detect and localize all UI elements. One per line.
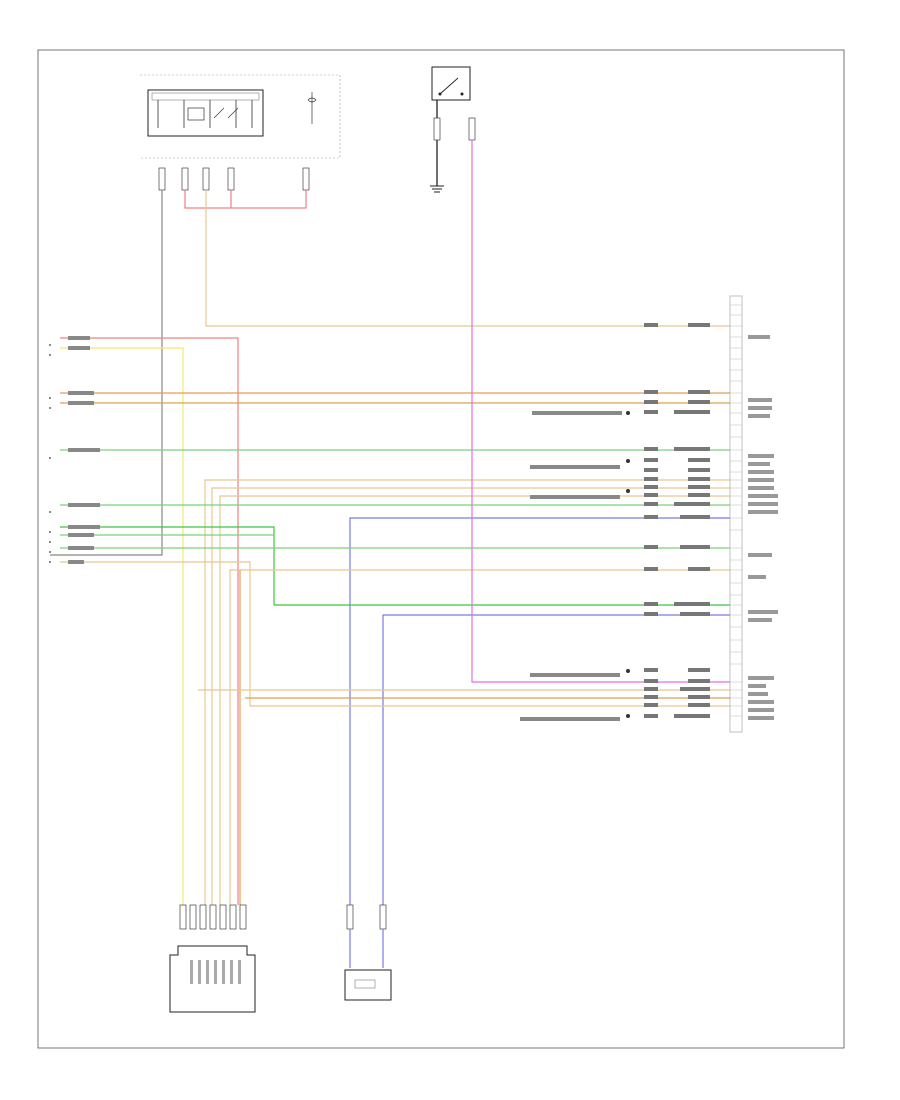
left-component — [169, 904, 256, 1013]
wire-gray — [50, 190, 163, 556]
switch — [430, 66, 476, 193]
left-wire-labels — [68, 336, 100, 564]
wire-tan-low — [60, 561, 730, 707]
wire-yellow — [60, 347, 184, 905]
wire-bright-green — [60, 526, 730, 606]
wire-pink — [60, 337, 239, 905]
wire-tan-1 — [204, 479, 730, 905]
diagram-frame — [37, 49, 845, 1049]
wires — [50, 140, 730, 905]
wire-blue-1 — [349, 517, 730, 905]
right-component — [344, 904, 392, 1001]
wire-references — [520, 411, 630, 721]
wire-tan-top — [205, 190, 730, 327]
wire-red-loop — [184, 190, 307, 209]
module — [729, 295, 778, 733]
fuse-box — [140, 74, 341, 159]
fuse-box-pins — [158, 167, 310, 191]
wire-tags — [644, 323, 710, 718]
wire-tan-3 — [219, 495, 730, 905]
wire-tan-2 — [211, 487, 730, 905]
left-pin-markers — [49, 344, 51, 563]
wire-blue-2 — [382, 614, 730, 905]
